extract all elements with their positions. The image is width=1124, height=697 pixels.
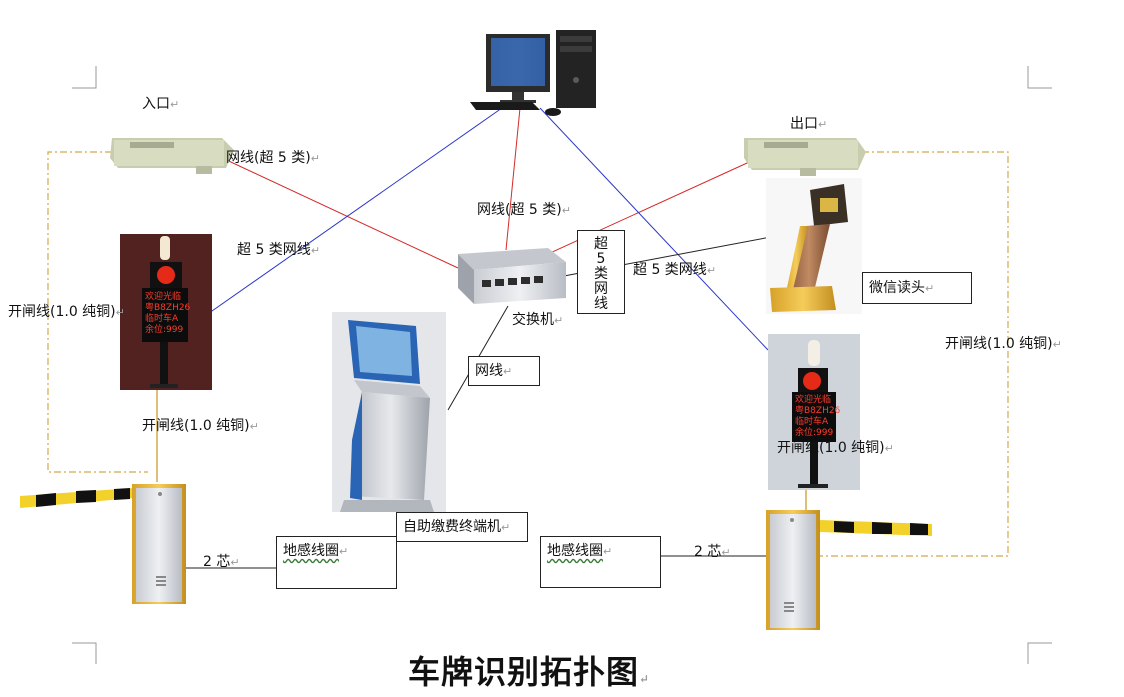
paragraph-mark: ↵ [115,306,125,319]
paragraph-mark: ↵ [706,264,717,277]
paragraph-mark: ↵ [503,365,513,378]
led-display-pole-icon [768,334,860,490]
paragraph-mark: ↵ [818,118,828,131]
vertical-char: 网 [594,281,608,297]
label-text: 开闸线(1.0 纯铜) [142,418,250,434]
camera-icon [744,138,866,176]
cable-left-label: 网线(超 5 类)↵ [226,150,320,167]
network-links [156,107,809,569]
gate-wire-right-dashed [820,151,1009,557]
diagram-title: 车牌识别拓扑图↵ [408,654,650,697]
label-text: 2 芯 [203,554,231,570]
loop-right-box: 地感线圈↵ [540,536,661,588]
network-cable-box: 网线↵ [468,356,540,386]
paragraph-mark: ↵ [310,244,321,257]
vertical-char: 类 [594,266,608,282]
label-text: 交换机 [512,312,554,328]
label-text: 出口 [790,116,818,132]
self-service-terminal-box: 自助缴费终端机↵ [396,512,528,542]
link-camera-right-switch [525,157,759,265]
two-core-right-label: 2 芯↵ [694,544,731,561]
link-computer-display-right [539,107,769,351]
paragraph-mark: ↵ [1052,338,1062,351]
label-text: 开闸线(1.0 纯铜) [945,336,1053,352]
wechat-reader-icon [766,178,862,314]
led-line: 余位:999 [145,325,184,335]
box-text: 地感线圈 [283,543,339,559]
cat5-right-label: 超 5 类网线↵ [633,262,716,279]
cable-center-label: 网线(超 5 类)↵ [477,202,571,219]
gate-wire-left-low-label: 开闸线(1.0 纯铜)↵ [142,418,259,435]
kiosk-terminal-icon [332,312,446,512]
box-text: 网线 [475,363,503,379]
gate-wire-left-dashed [47,151,148,473]
paragraph-mark: ↵ [561,204,571,217]
led-line: 余位:999 [795,428,834,438]
page-corner-marks [72,66,1052,664]
loop-left-box: 地感线圈↵ [276,536,397,589]
label-text: 网线(超 5 类) [226,150,311,166]
led-line: 欢迎光临 [795,395,832,405]
paragraph-mark: ↵ [884,442,894,455]
paragraph-mark: ↵ [721,546,731,559]
gate-wire-left-label: 开闸线(1.0 纯铜)↵ [8,304,125,321]
gate-wire-right-label: 开闸线(1.0 纯铜)↵ [945,336,1062,353]
vertical-char: 超 [594,236,608,252]
label-text: 2 芯 [694,544,722,560]
link-camera-left-switch [217,155,459,269]
paragraph-mark: ↵ [339,545,349,558]
led-line: 粤B8ZH26 [145,303,191,313]
switch-label: 交换机↵ [512,312,563,329]
barrier-gate-icon [20,484,186,604]
paragraph-mark: ↵ [639,672,651,686]
box-text: 自助缴费终端机 [403,519,501,535]
label-text: 开闸线(1.0 纯铜) [777,440,885,456]
paragraph-mark: ↵ [925,282,935,295]
led-line: 临时车A [795,417,829,427]
barrier-gate-icon [766,510,932,630]
paragraph-mark: ↵ [249,420,259,433]
wechat-reader-box: 微信读头↵ [862,272,972,304]
link-computer-switch [505,107,521,251]
link-computer-display-left [201,107,503,319]
exit-label: 出口↵ [790,116,827,133]
entrance-label: 入口↵ [142,96,179,113]
led-line: 临时车A [145,314,179,324]
led-display-left-text: 欢迎光临 粤B8ZH26 临时车A 余位:999 [145,292,190,336]
paragraph-mark: ↵ [554,314,564,327]
paragraph-mark: ↵ [501,521,511,534]
vertical-char: 5 [596,251,606,267]
paragraph-mark: ↵ [170,98,180,111]
paragraph-mark: ↵ [603,545,613,558]
label-text: 超 5 类网线 [633,262,707,278]
box-text: 微信读头 [869,280,925,296]
network-switch-icon [458,248,566,304]
label-text: 入口 [142,96,170,112]
label-text: 开闸线(1.0 纯铜) [8,304,116,320]
led-display-right-text: 欢迎光临 粤B8ZH26 临时车A 余位:999 [795,395,840,439]
label-text: 网线(超 5 类) [477,202,562,218]
led-line: 粤B8ZH26 [795,406,841,416]
cat5-vertical-box: 超 5 类 网 线 [577,230,625,314]
paragraph-mark: ↵ [310,152,320,165]
camera-icon [110,138,234,174]
two-core-left-label: 2 芯↵ [203,554,240,571]
gate-wire-right-low-label: 开闸线(1.0 纯铜)↵ [777,440,894,457]
desktop-computer-icon [470,30,596,116]
label-text: 超 5 类网线 [237,242,311,258]
paragraph-mark: ↵ [230,556,240,569]
box-text: 地感线圈 [547,543,603,559]
led-line: 欢迎光临 [145,292,182,302]
title-text: 车牌识别拓扑图 [408,653,640,691]
cat5-left-label: 超 5 类网线↵ [237,242,320,259]
led-display-pole-icon [120,234,212,390]
vertical-char: 线 [594,296,608,312]
